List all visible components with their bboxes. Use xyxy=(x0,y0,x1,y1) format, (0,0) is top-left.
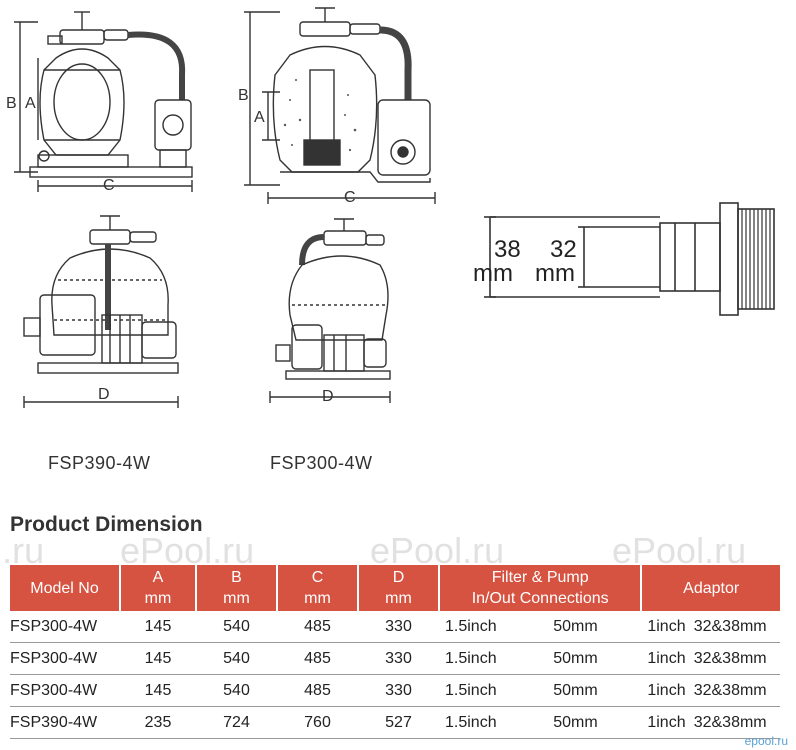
cell-b: 540 xyxy=(196,611,277,643)
dim-label-d: D xyxy=(322,388,334,405)
cell-model: FSP390-4W xyxy=(10,706,120,739)
cell-b: 724 xyxy=(196,706,277,739)
cell-d: 330 xyxy=(358,674,439,707)
dim-label-c: C xyxy=(103,177,115,194)
cell-d: 527 xyxy=(358,706,439,739)
dim-label-c: C xyxy=(344,189,356,206)
cell-conn-mm: 50mm xyxy=(553,642,642,675)
cell-adaptor-mm: 32&38mm xyxy=(693,706,780,739)
adaptor-diagram: 38 mm 32 mm xyxy=(473,202,775,316)
table-row: FSP300-4W 145 540 485 330 1.5inch 50mm 1… xyxy=(10,642,780,675)
cell-adaptor-mm: 32&38mm xyxy=(693,611,780,643)
cell-c: 485 xyxy=(277,642,358,675)
header-adaptor: Adaptor xyxy=(641,565,780,611)
cell-c: 485 xyxy=(277,611,358,643)
fsp300-cutaway-diagram: B A C xyxy=(238,7,436,206)
adaptor-outer-unit: mm xyxy=(473,260,513,287)
cell-c: 760 xyxy=(277,706,358,739)
cell-d: 330 xyxy=(358,642,439,675)
fsp390-front-diagram: B A C xyxy=(6,11,193,194)
model-label-fsp390: FSP390-4W xyxy=(48,453,151,473)
cell-adaptor-inch: 1inch xyxy=(641,706,694,739)
cell-conn-inch: 1.5inch xyxy=(439,642,554,675)
cell-adaptor-inch: 1inch xyxy=(641,642,694,675)
watermark: ePool.ru xyxy=(120,530,255,571)
adaptor-inner-unit: mm xyxy=(535,260,575,287)
cell-model: FSP300-4W xyxy=(10,642,120,675)
fsp300-side-diagram: D xyxy=(269,218,391,405)
adaptor-inner-size: 32 xyxy=(550,236,577,263)
dim-label-a: A xyxy=(25,95,36,112)
cell-model: FSP300-4W xyxy=(10,611,120,643)
header-model: Model No xyxy=(10,565,121,611)
watermark: ePool.ru xyxy=(612,530,747,571)
table-row: FSP390-4W 235 724 760 527 1.5inch 50mm 1… xyxy=(10,706,780,739)
cell-conn-inch: 1.5inch xyxy=(439,706,554,739)
cell-b: 540 xyxy=(196,674,277,707)
model-label-fsp300: FSP300-4W xyxy=(270,453,373,473)
watermark: ePool.ru xyxy=(370,530,505,571)
cell-adaptor-inch: 1inch xyxy=(641,674,694,707)
dim-label-b: B xyxy=(6,95,17,112)
cell-a: 235 xyxy=(120,706,196,739)
cell-conn-mm: 50mm xyxy=(553,706,642,739)
table-row: FSP300-4W 145 540 485 330 1.5inch 50mm 1… xyxy=(10,611,780,643)
cell-conn-inch: 1.5inch xyxy=(439,674,554,707)
cell-conn-mm: 50mm xyxy=(553,611,642,643)
cell-c: 485 xyxy=(277,674,358,707)
cell-b: 540 xyxy=(196,642,277,675)
cell-conn-mm: 50mm xyxy=(553,674,642,707)
cell-a: 145 xyxy=(120,611,196,643)
cell-adaptor-mm: 32&38mm xyxy=(693,674,780,707)
cell-d: 330 xyxy=(358,611,439,643)
cell-adaptor-inch: 1inch xyxy=(641,611,694,643)
dim-label-d: D xyxy=(98,386,110,403)
adaptor-outer-size: 38 xyxy=(494,236,521,263)
table-row: FSP300-4W 145 540 485 330 1.5inch 50mm 1… xyxy=(10,674,780,707)
dim-label-b: B xyxy=(238,87,249,104)
dim-label-a: A xyxy=(254,109,265,126)
cell-conn-inch: 1.5inch xyxy=(439,611,554,643)
fsp390-side-diagram: D xyxy=(23,215,179,408)
cell-a: 145 xyxy=(120,642,196,675)
section-title: Product Dimension xyxy=(10,513,203,536)
cell-model: FSP300-4W xyxy=(10,674,120,707)
cell-adaptor-mm: 32&38mm xyxy=(693,642,780,675)
watermark: ePool.ru xyxy=(0,530,45,571)
cell-a: 145 xyxy=(120,674,196,707)
footer-watermark: epool.ru xyxy=(744,734,788,748)
